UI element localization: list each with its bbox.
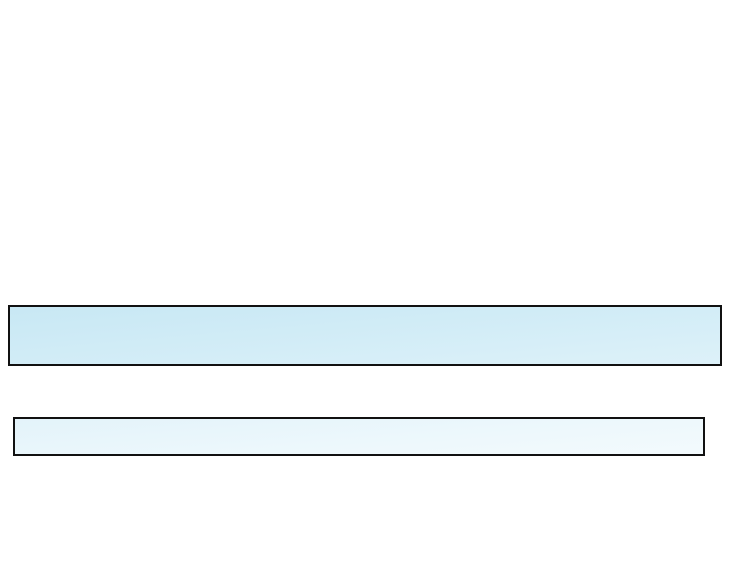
- light-blue-bar-top: [8, 305, 722, 366]
- light-blue-bar-bottom: [13, 417, 705, 456]
